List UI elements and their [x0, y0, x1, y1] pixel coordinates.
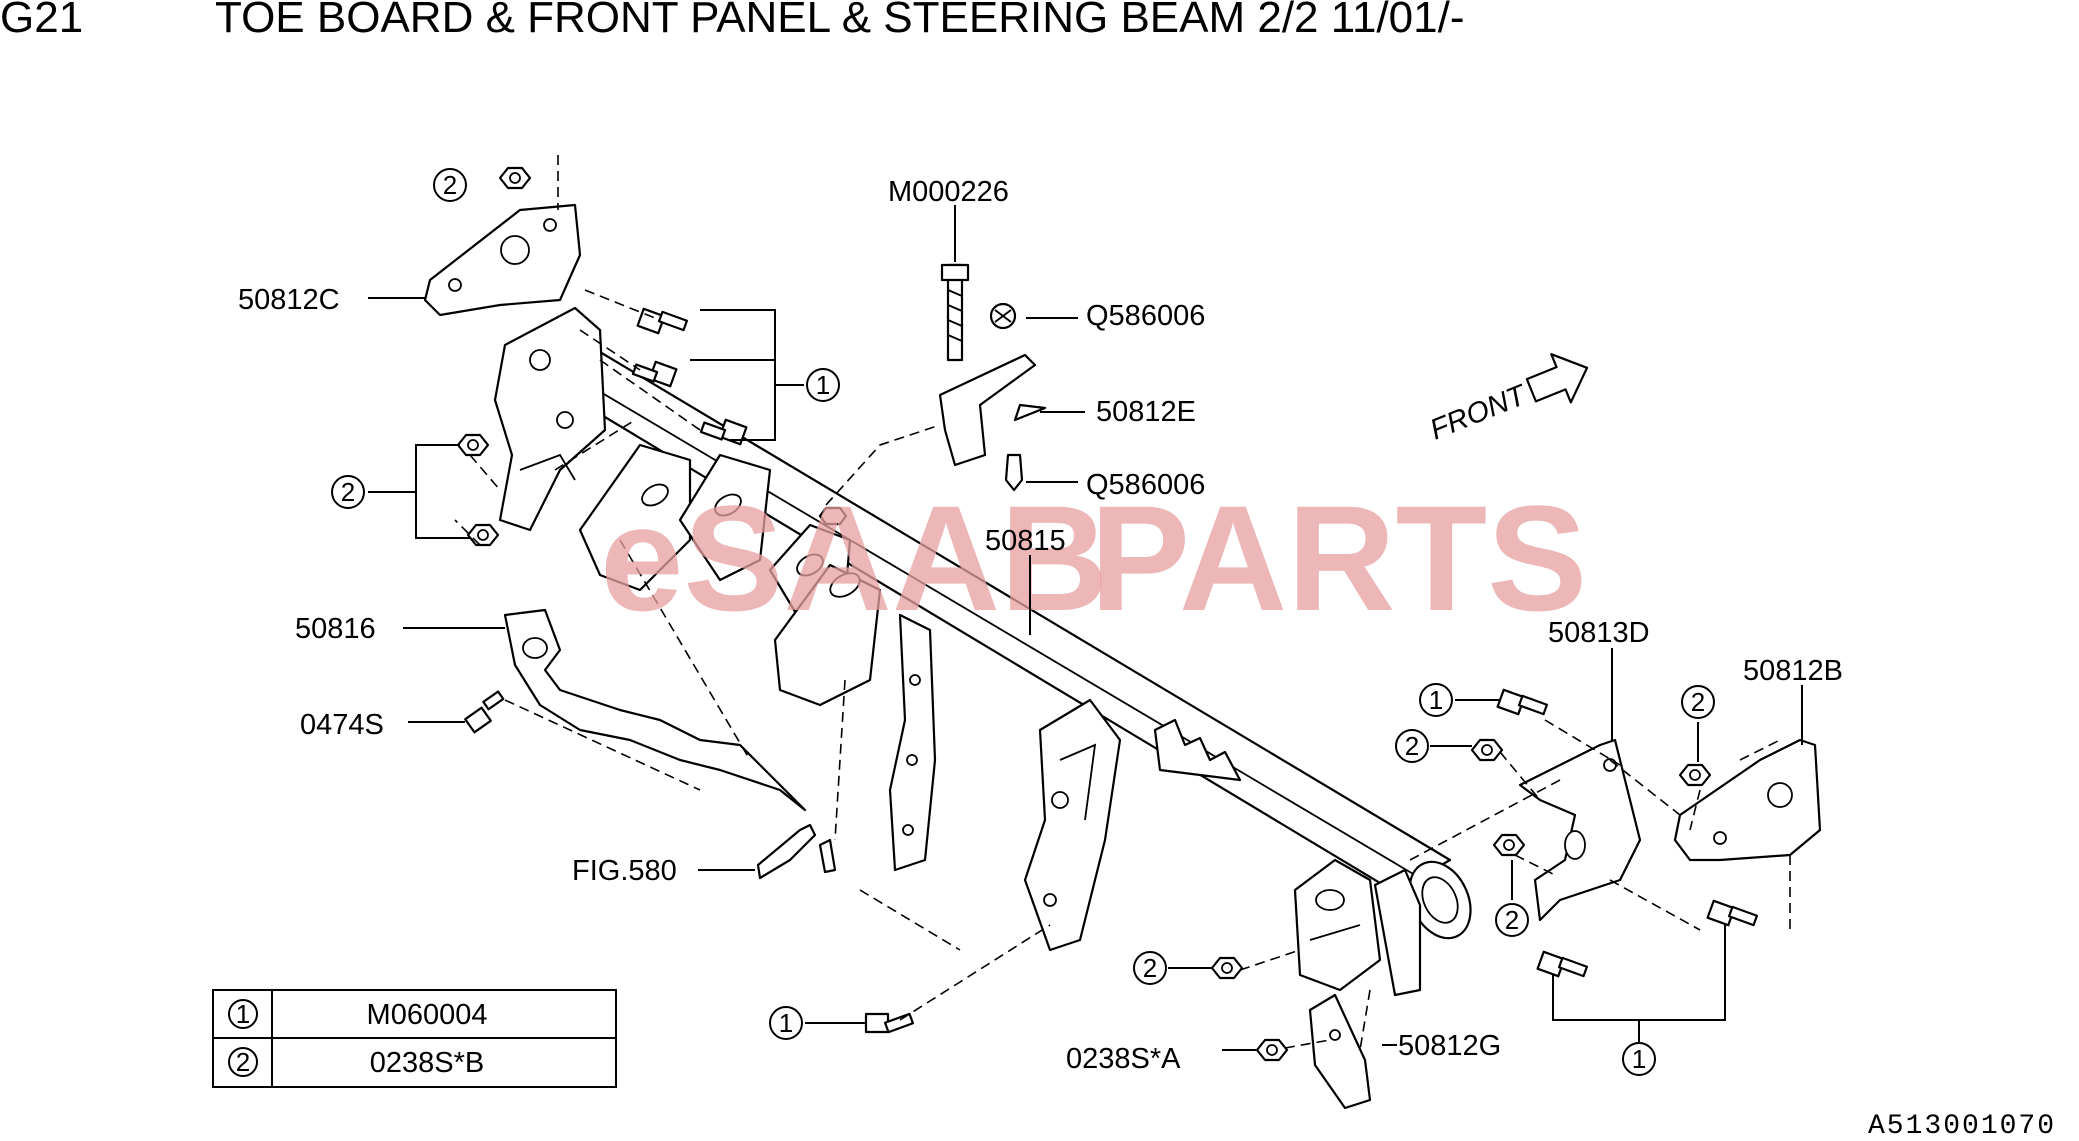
- legend-row-1: 1 M060004: [228, 999, 488, 1031]
- nut-icon-left-lower: [466, 523, 500, 547]
- callout-50812E: 50812E: [1096, 396, 1196, 428]
- leader-lines: [368, 205, 1803, 1051]
- front-arrow-icon: [1525, 353, 1589, 404]
- svg-text:1: 1: [1632, 1044, 1646, 1074]
- legend-row-2: 2 0238S*B: [228, 1047, 485, 1079]
- callout-0238SA: 0238S*A: [1066, 1043, 1181, 1075]
- front-direction-indicator: FRONT: [1426, 353, 1589, 447]
- ref-marker-2-right: 2: [1395, 729, 1429, 763]
- ref-marker-2-left-nuts: 2: [331, 475, 365, 509]
- callout-M000226: M000226: [888, 176, 1009, 208]
- svg-text:2: 2: [1691, 687, 1705, 717]
- callout-Q586006-bottom: Q586006: [1086, 469, 1205, 501]
- ref-marker-1-left-bolts: 1: [806, 368, 840, 402]
- legend-table: 1 M060004 2 0238S*B: [212, 989, 617, 1088]
- bolt-icon-right-1: [1496, 688, 1549, 716]
- ref-marker-1-bottom: 1: [769, 1006, 803, 1040]
- svg-text:2: 2: [443, 170, 457, 200]
- callout-50816: 50816: [295, 613, 376, 645]
- ref-marker-1-right: 1: [1419, 683, 1453, 717]
- callout-0474S: 0474S: [300, 709, 384, 741]
- nut-icon-left-upper: [456, 433, 490, 457]
- nut-icon-bottom-2: [1210, 956, 1244, 980]
- right-lower-bracket: [1293, 858, 1422, 997]
- legend-ref-2: 2: [236, 1047, 250, 1077]
- watermark-suffix: PARTS: [1090, 474, 1587, 642]
- legend-ref-1: 1: [236, 999, 250, 1029]
- bolt-icon-far-right: [1706, 899, 1759, 927]
- fig-580-hook: [756, 823, 837, 880]
- bracket-50812C: [423, 203, 582, 317]
- left-end-plate: [493, 306, 607, 532]
- nut-icon-0238SA: [1255, 1038, 1289, 1062]
- watermark-logo: eSAAB PARTS: [600, 474, 1587, 642]
- svg-text:1: 1: [1429, 685, 1443, 715]
- diagram-title: TOE BOARD & FRONT PANEL & STEERING BEAM …: [215, 0, 1464, 42]
- assembly-lines: [454, 155, 1791, 1051]
- nut-icon-right-2b: [1492, 833, 1526, 857]
- callout-50812G: 50812G: [1398, 1030, 1501, 1062]
- svg-text:2: 2: [1505, 905, 1519, 935]
- bolt-icon-a: [636, 307, 689, 335]
- svg-text:1: 1: [816, 370, 830, 400]
- callout-50812B: 50812B: [1743, 655, 1843, 687]
- reference-markers: 2 1 2 1 2 1 2 2 2 1: [331, 168, 1715, 1076]
- watermark-prefix: eSAAB: [600, 474, 1108, 642]
- nut-icon-50812B: [1678, 763, 1712, 787]
- beam-mid-bracket: [1153, 718, 1242, 782]
- bolt-icon-right-low: [1536, 950, 1589, 978]
- callout-50812C: 50812C: [238, 284, 340, 316]
- callout-Q586006-top: Q586006: [1086, 300, 1205, 332]
- toe-board-50816: [503, 608, 807, 812]
- bracket-50812G: [1308, 993, 1372, 1110]
- clip-icon-q586006-bottom: [1004, 453, 1024, 492]
- ref-marker-2-top-left: 2: [433, 168, 467, 202]
- front-label: FRONT: [1426, 379, 1533, 447]
- callout-labels: 50812C M000226 Q586006 50812E Q586006 50…: [238, 176, 1843, 1075]
- clip-icon-q586006-top: [989, 302, 1017, 330]
- ref-marker-2-far-right: 2: [1681, 685, 1715, 719]
- bolt-icon-c: [699, 418, 748, 446]
- fasteners: [456, 166, 1759, 1062]
- bracket-50813D: [1518, 738, 1642, 922]
- nut-icon-top-left: [498, 166, 532, 190]
- beam-upper-brackets: [578, 443, 882, 707]
- legend-part-1: M060004: [367, 999, 488, 1031]
- callout-50813D: 50813D: [1548, 617, 1650, 649]
- bracket-50812B: [1673, 738, 1822, 862]
- svg-text:1: 1: [779, 1008, 793, 1038]
- svg-text:2: 2: [1143, 953, 1157, 983]
- ref-marker-2-right-lower: 2: [1495, 903, 1529, 937]
- center-down-brace: [1023, 698, 1122, 952]
- bolt-icon-b: [631, 360, 678, 388]
- callout-FIG580: FIG.580: [572, 855, 677, 887]
- bolt-icon-0474S: [464, 690, 505, 734]
- legend-part-2: 0238S*B: [370, 1047, 485, 1079]
- center-support-strut: [888, 613, 937, 872]
- illustration-code: A513001070: [1868, 1111, 2056, 1141]
- callout-50815: 50815: [985, 525, 1066, 557]
- nut-icon-right-2a: [1470, 738, 1504, 762]
- svg-text:2: 2: [1405, 731, 1419, 761]
- svg-text:2: 2: [341, 477, 355, 507]
- ref-marker-1-bottom-right: 1: [1622, 1042, 1656, 1076]
- bolt-icon-bottom-1: [864, 1012, 915, 1034]
- figure-code: G21: [0, 0, 83, 42]
- nut-icon-beam-top: [818, 506, 848, 526]
- ref-marker-2-bottom: 2: [1133, 951, 1167, 985]
- bracket-50812E: [938, 263, 1047, 467]
